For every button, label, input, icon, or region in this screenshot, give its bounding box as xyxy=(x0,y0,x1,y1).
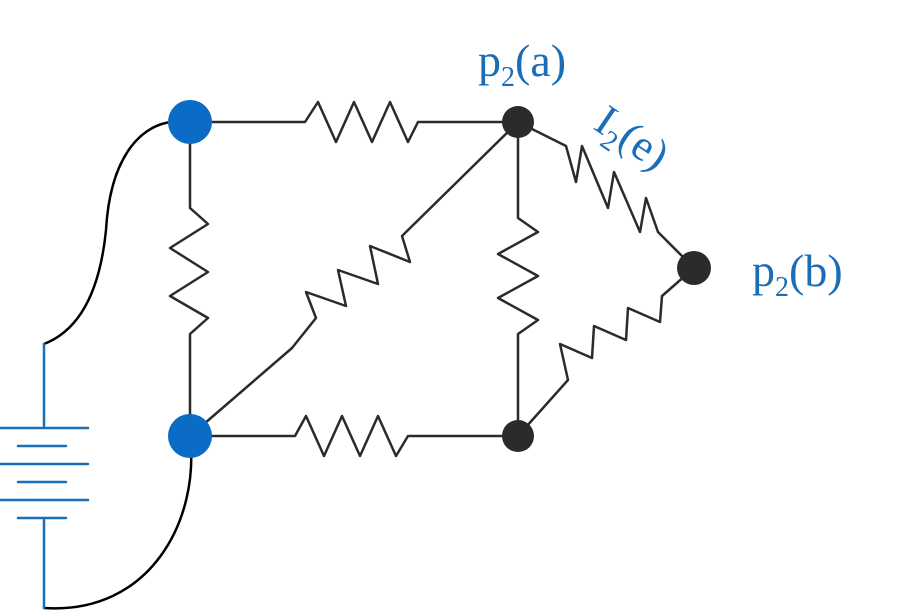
wire-diagonal-resistor xyxy=(188,120,520,438)
wire-left-resistor xyxy=(168,120,210,438)
wire-middle-resistor xyxy=(496,120,540,438)
node-bottom-left xyxy=(168,414,212,458)
wire-lower-right-resistor xyxy=(516,266,696,438)
node-bottom-right xyxy=(502,420,534,452)
battery-symbol xyxy=(0,342,90,610)
lead-top xyxy=(42,120,192,346)
node-b xyxy=(677,251,711,285)
wires xyxy=(168,100,696,458)
wire-bottom-resistor xyxy=(188,414,520,458)
node-top-left xyxy=(168,100,212,144)
wire-top-resistor xyxy=(188,100,520,144)
lead-bottom xyxy=(42,434,193,610)
label-edge-e: I2(e) xyxy=(582,96,678,186)
label-node-b: p2(b) xyxy=(752,245,843,303)
wire-edge-e-resistor xyxy=(516,120,696,270)
battery-leads xyxy=(42,120,193,610)
node-a xyxy=(502,106,534,138)
label-node-a: p2(a) xyxy=(478,35,566,93)
